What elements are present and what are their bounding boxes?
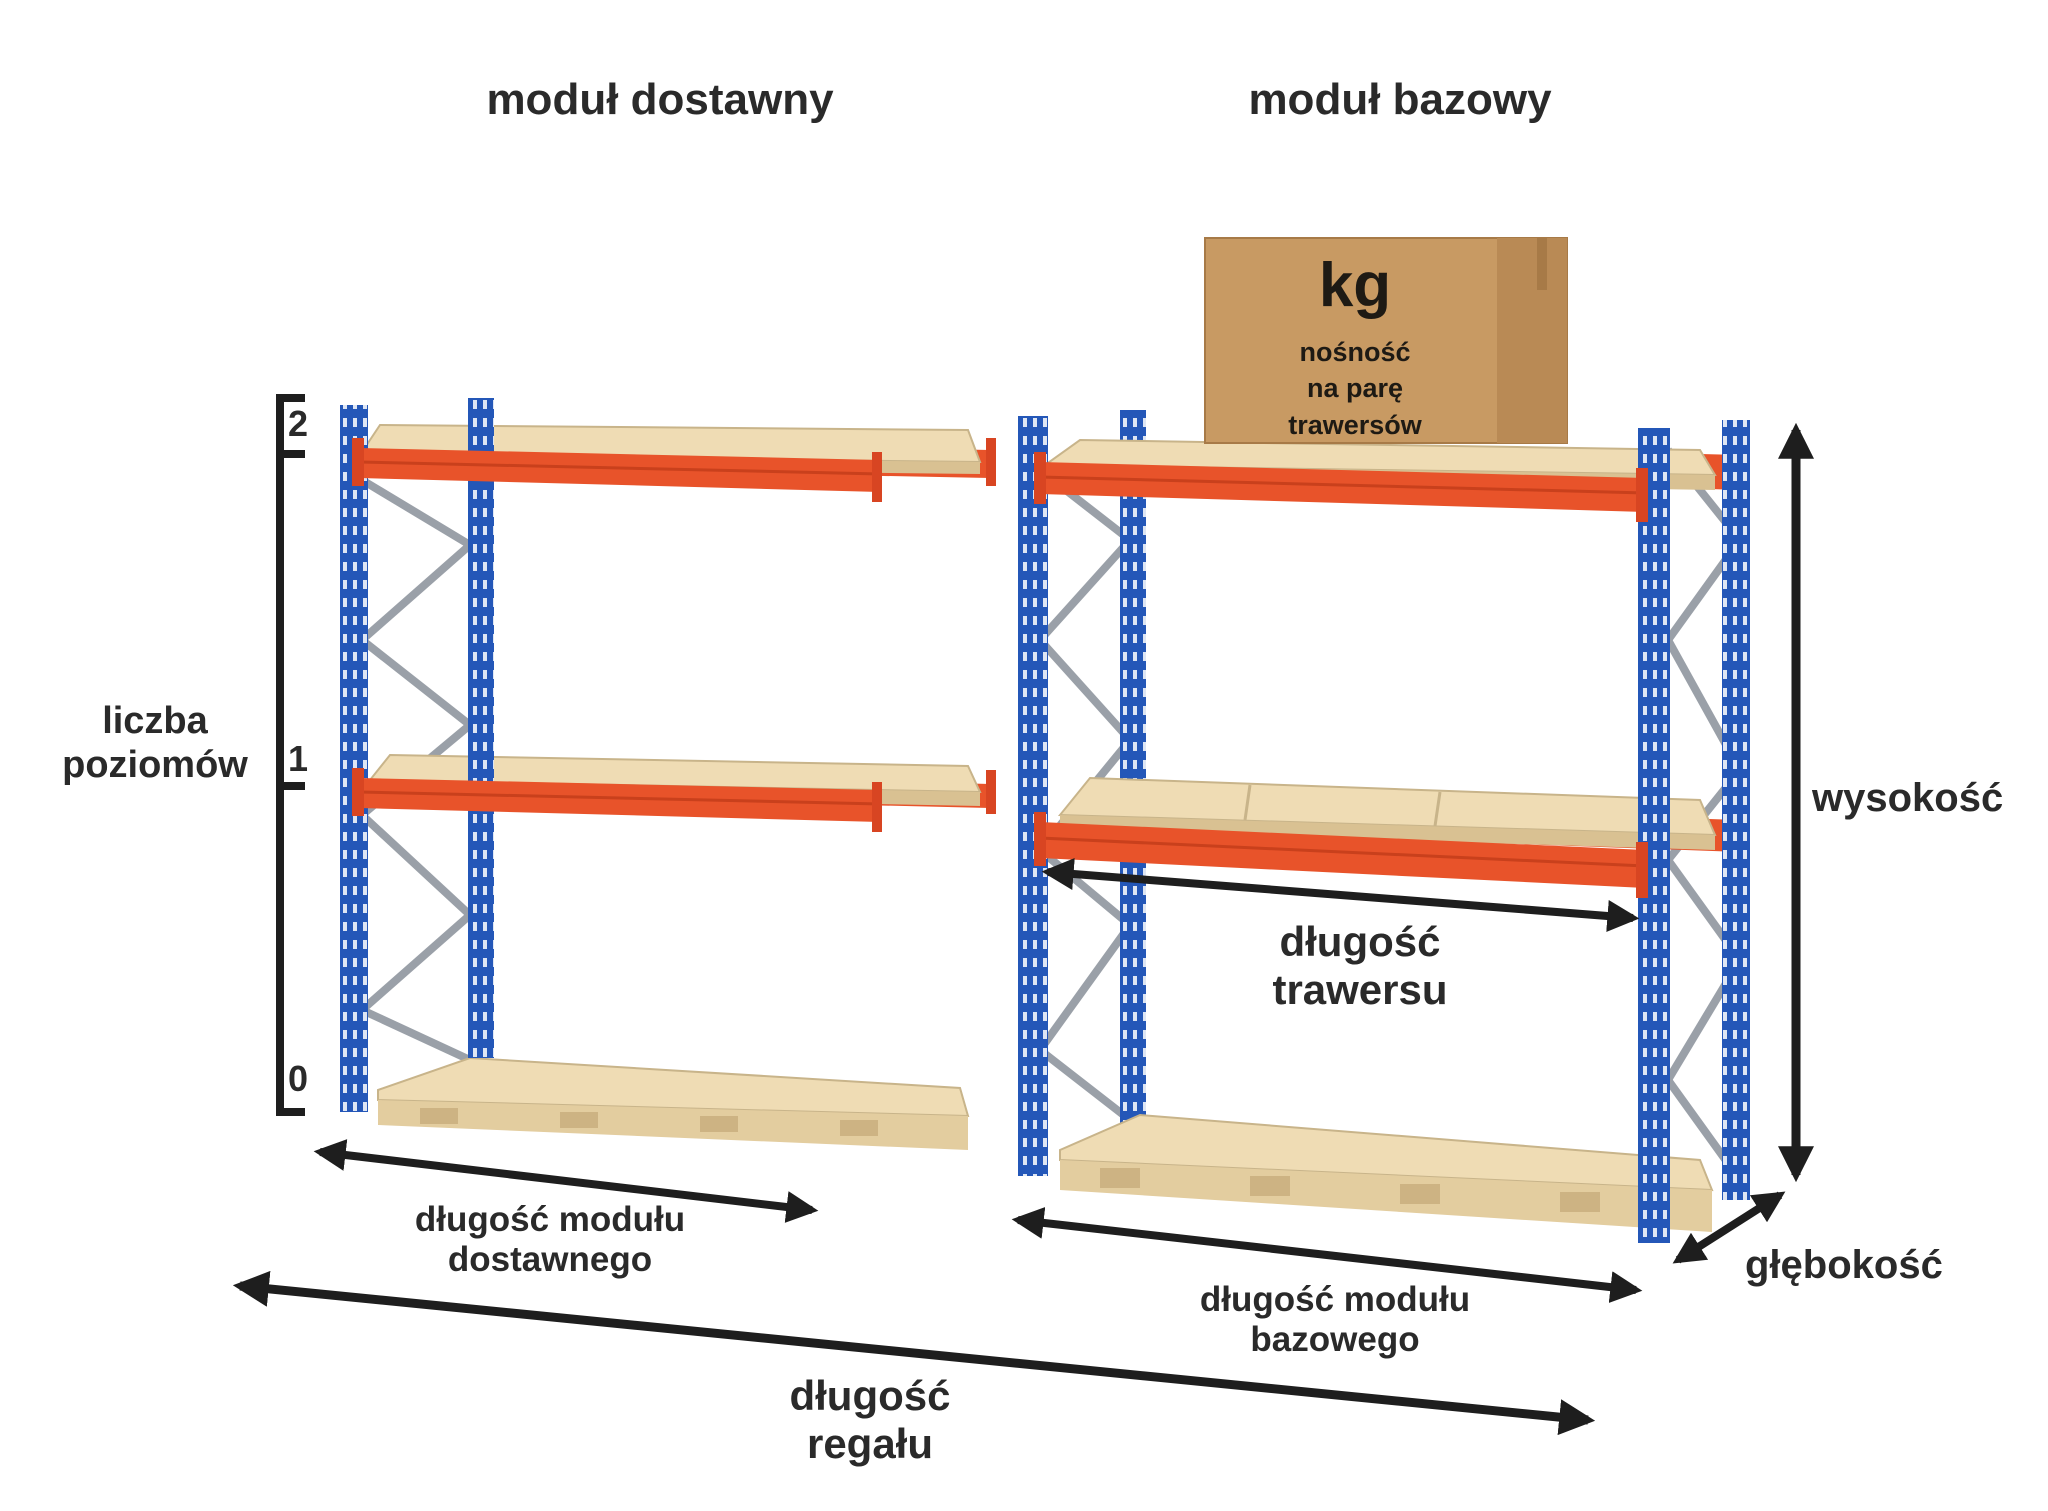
box-unit-label: kg <box>1318 251 1392 320</box>
addon-front-upright <box>340 405 368 1112</box>
base-rear-upright-right <box>1722 420 1750 1200</box>
levels-label-line-2: poziomów <box>62 743 248 786</box>
height-label: wysokość <box>1812 776 2004 820</box>
rack-length-arrow <box>232 1270 1596 1436</box>
box-capacity-caption: nośność na parę trawersów <box>1240 334 1470 443</box>
base-module-title: moduł bazowy <box>1248 75 1552 124</box>
base-length-label: długość modułu bazowego <box>1170 1280 1500 1361</box>
base-front-upright-right <box>1638 428 1670 1243</box>
base-front-beam-2 <box>1034 452 1648 522</box>
rack-length-label-line-1: długość <box>789 1372 951 1419</box>
box-caption-line-3: trawersów <box>1288 409 1422 440</box>
load-box <box>1204 237 1568 444</box>
addon-length-arrow <box>313 1139 819 1223</box>
rack-length-label-line-2: regału <box>806 1420 934 1468</box>
base-pallet-level-0 <box>1059 1113 1714 1232</box>
box-caption-line-2: na parę <box>1306 373 1404 404</box>
beam-length-label-line-2: trawersu <box>1272 966 1448 1014</box>
addon-pallet-level-0 <box>377 1056 970 1150</box>
base-module-frame <box>1018 237 1750 1243</box>
level-number-1: 1 <box>288 738 309 779</box>
addon-length-label-line-1: długość modułu <box>414 1200 686 1239</box>
depth-label: głębokość <box>1745 1243 1943 1287</box>
addon-bracing <box>359 476 473 1064</box>
base-length-label-line-1: długość modułu <box>1199 1280 1471 1319</box>
addon-length-label-line-2: dostawnego <box>447 1240 653 1280</box>
level-number-0: 0 <box>288 1058 309 1099</box>
level-number-2: 2 <box>288 403 309 444</box>
rack-length-label: długość regału <box>730 1372 1010 1469</box>
addon-length-label: długość modułu dostawnego <box>385 1200 715 1281</box>
addon-front-beam-2 <box>352 438 882 502</box>
addon-back-beams <box>470 440 990 808</box>
base-length-label-line-2: bazowego <box>1250 1320 1420 1360</box>
depth-arrow <box>1672 1191 1786 1264</box>
levels-label-line-1: liczba <box>102 700 208 742</box>
beam-length-label: długość trawersu <box>1220 918 1500 1015</box>
addon-front-beam-1 <box>352 768 882 832</box>
addon-module-frame <box>340 398 996 1150</box>
addon-rear-upright <box>468 398 494 1058</box>
beam-length-arrow <box>1041 858 1640 932</box>
beam-length-label-line-1: długość <box>1279 918 1441 965</box>
base-front-upright-left <box>1018 416 1048 1176</box>
box-caption-line-1: nośność <box>1299 337 1411 367</box>
levels-bracket <box>276 394 305 1116</box>
levels-label: liczba poziomów <box>40 700 270 787</box>
base-pallet-level-1 <box>1057 776 1717 850</box>
addon-module-title: moduł dostawny <box>486 75 834 124</box>
base-rear-upright-left <box>1120 410 1146 1130</box>
